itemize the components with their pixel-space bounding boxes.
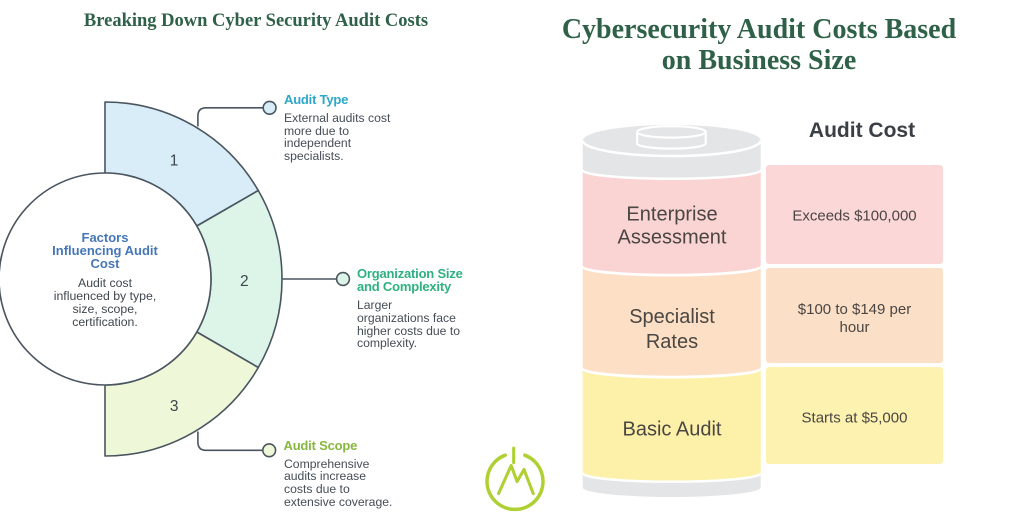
svg-text:2: 2 (240, 273, 249, 290)
svg-text:1: 1 (170, 152, 179, 169)
svg-text:3: 3 (170, 398, 179, 415)
